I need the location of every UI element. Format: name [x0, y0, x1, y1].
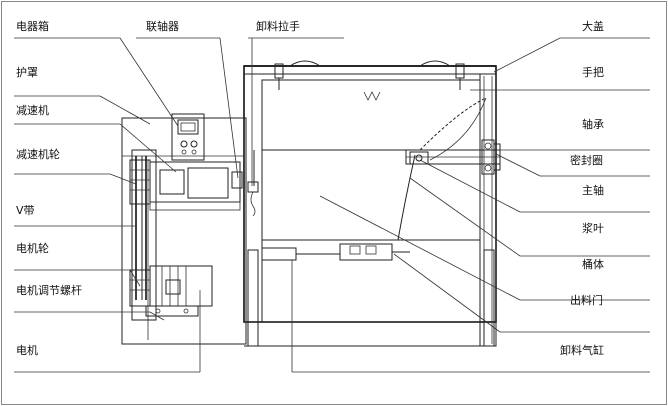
- label-main-shaft: 主轴: [582, 184, 604, 197]
- label-handle: 手把: [582, 66, 604, 79]
- label-seal-ring: 密封圈: [570, 154, 603, 167]
- reducer-drawing: [149, 161, 243, 211]
- discharge-cylinder: [261, 243, 410, 261]
- label-discharge-cylinder: 卸料气缸: [560, 344, 604, 357]
- label-coupling: 联轴器: [146, 20, 179, 33]
- label-motor-wheel: 电机轮: [16, 242, 49, 255]
- label-paddle-blade: 浆叶: [582, 222, 604, 235]
- motor-drawing: [145, 265, 213, 317]
- leader-lines: [14, 37, 650, 373]
- label-electrical-box: 电器箱: [16, 20, 49, 33]
- label-v-belt: V带: [16, 204, 35, 217]
- label-reducer-wheel: 减速机轮: [16, 148, 60, 161]
- label-reducer: 减速机: [16, 104, 49, 117]
- label-guard: 护罩: [16, 66, 38, 79]
- label-barrel: 桶体: [582, 258, 604, 271]
- label-bearing: 轴承: [582, 118, 604, 131]
- main-shaft: [405, 139, 501, 175]
- label-big-cover: 大盖: [582, 20, 604, 33]
- drive-frame: [121, 117, 247, 345]
- electrical-box-drawing: [171, 113, 205, 161]
- discharge-handle-drawing: [247, 150, 259, 217]
- label-motor: 电机: [16, 344, 38, 357]
- label-discharge-door: 出料门: [570, 294, 603, 307]
- label-discharge-handle: 卸料拉手: [256, 20, 300, 33]
- vessel-body: [243, 60, 497, 347]
- label-motor-adjust-screw: 电机调节螺杆: [16, 284, 82, 297]
